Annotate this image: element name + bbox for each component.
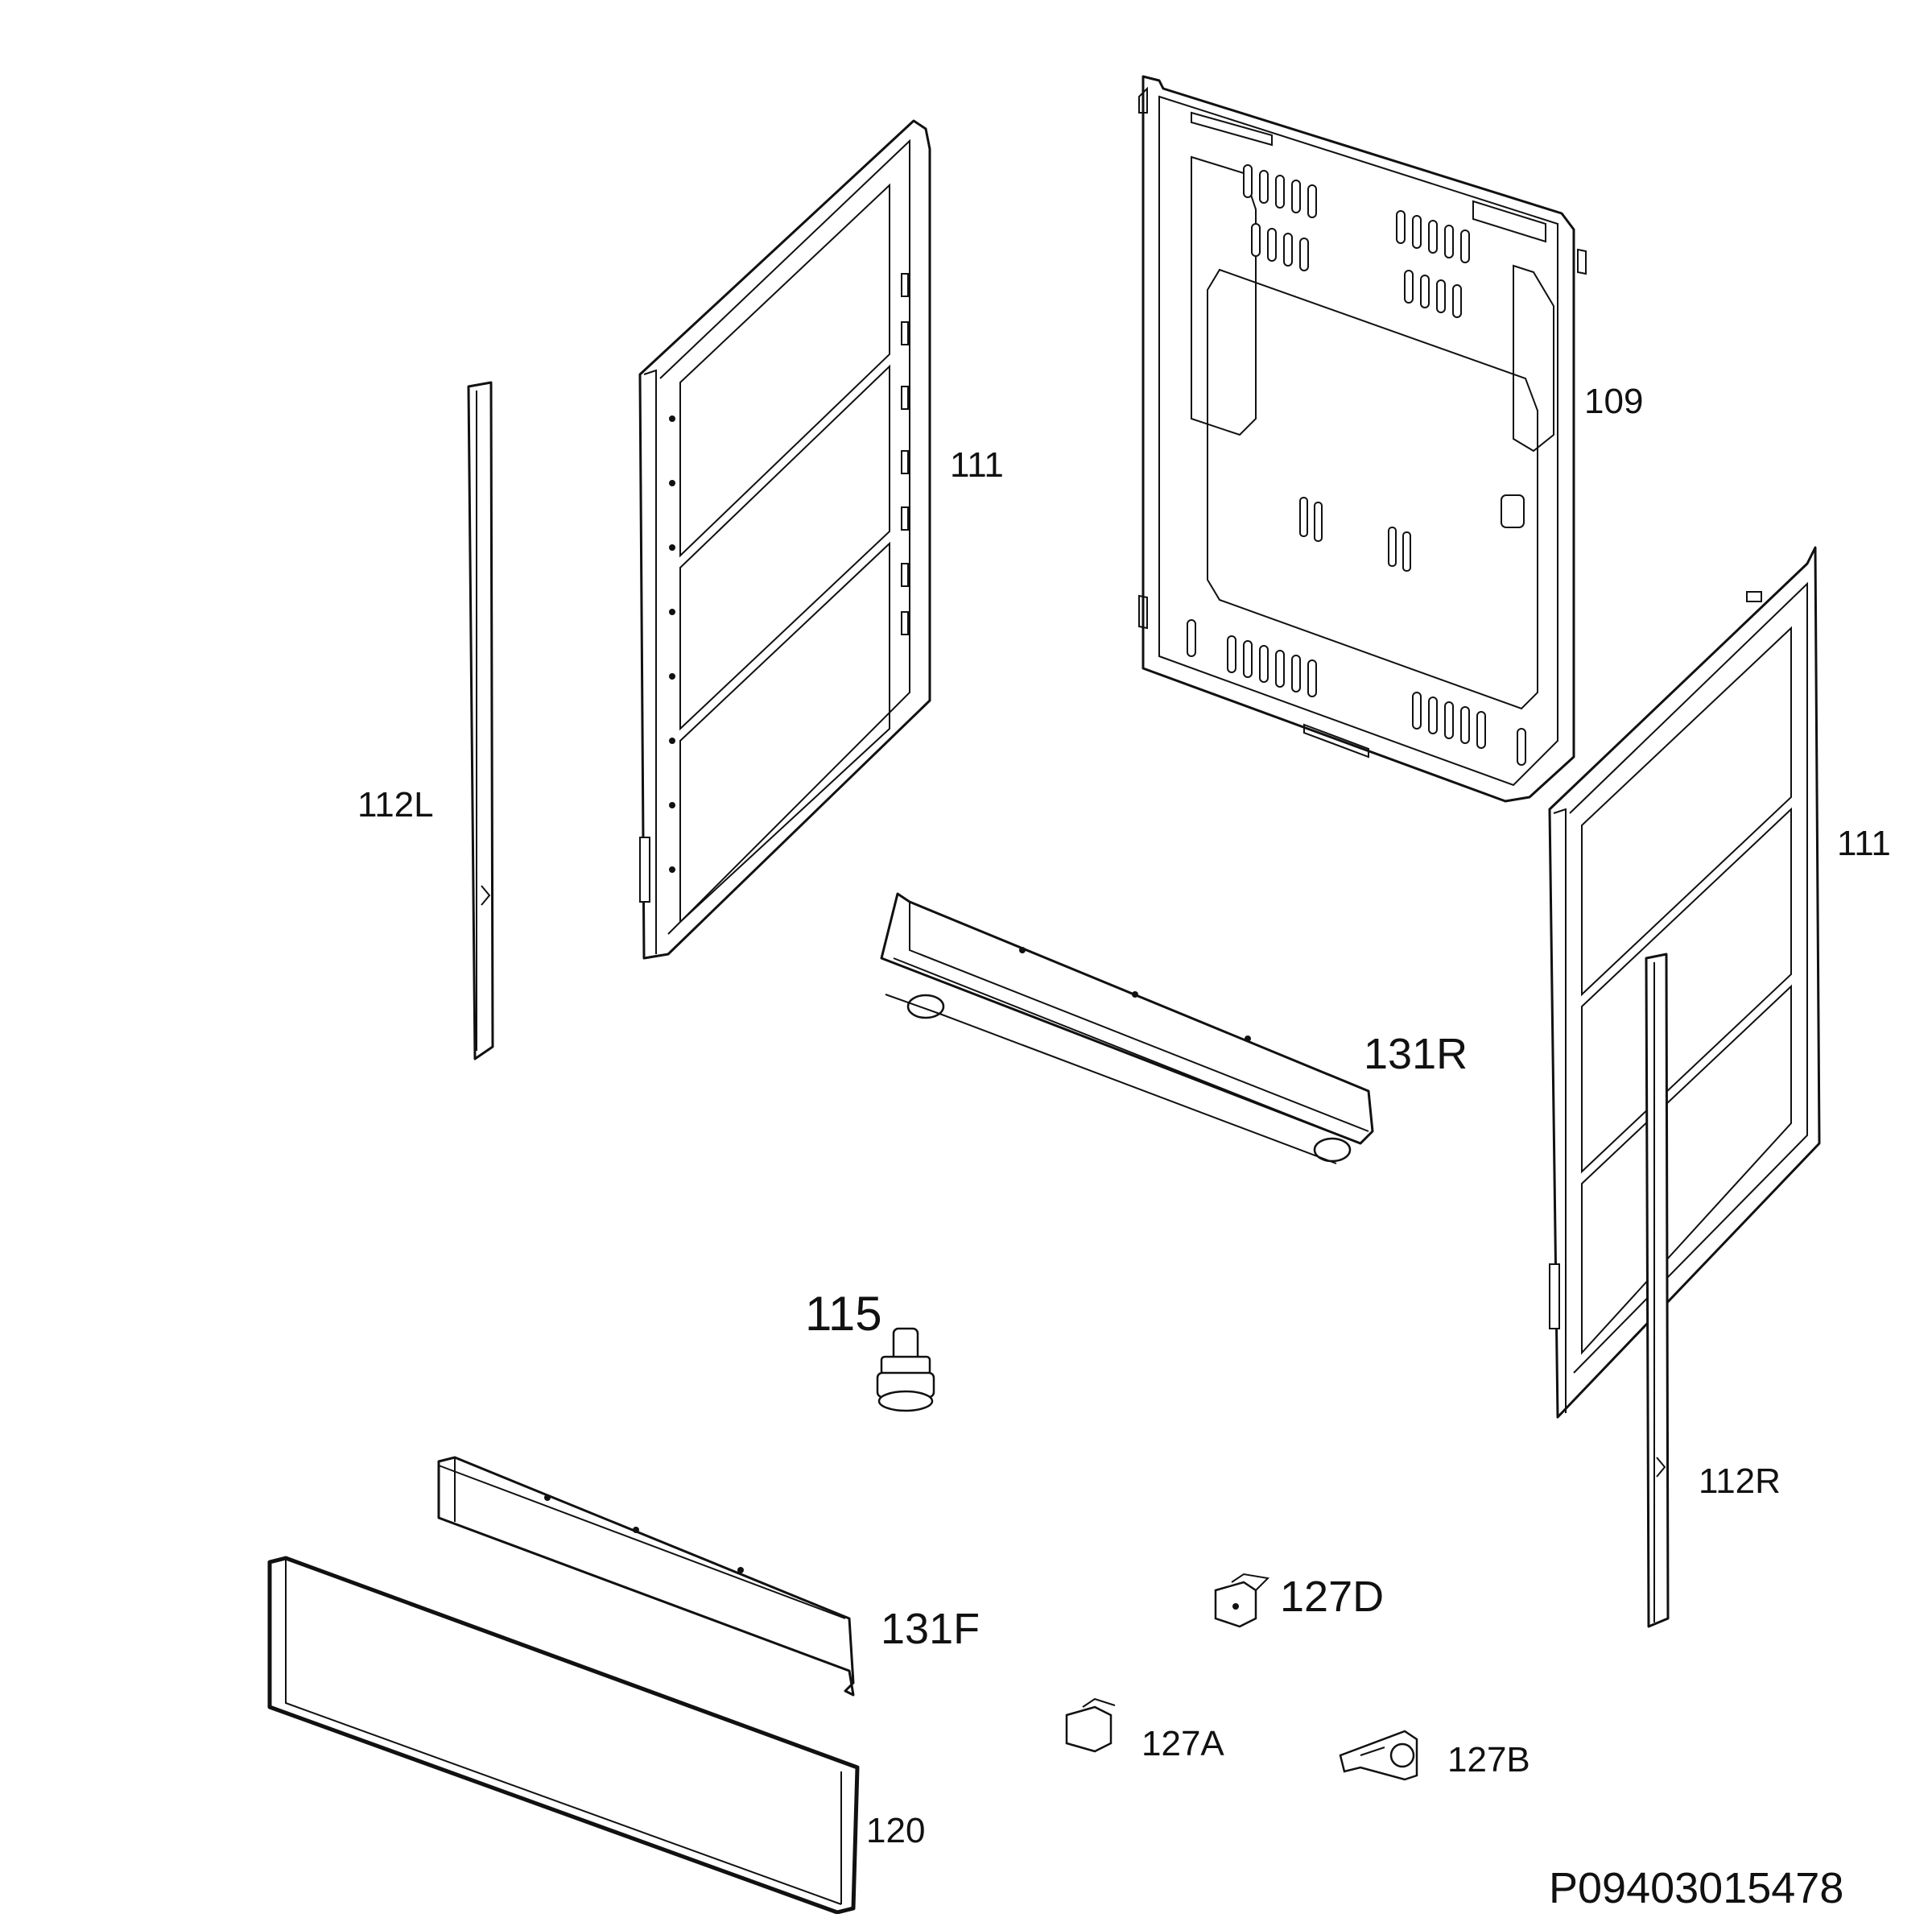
label-127D: 127D <box>1280 1573 1385 1621</box>
vent-slots-bottom <box>1187 619 1526 766</box>
label-127A: 127A <box>1141 1724 1224 1763</box>
label-109: 109 <box>1584 382 1644 421</box>
label-112L: 112L <box>357 785 434 825</box>
back-panel-109 <box>1138 75 1587 803</box>
label-111-left: 111 <box>950 445 1004 485</box>
label-131R: 131R <box>1364 1030 1468 1078</box>
adjustable-foot-115 <box>876 1327 935 1412</box>
bracket-127B <box>1339 1730 1418 1781</box>
rail-131R <box>880 892 1374 1164</box>
vent-slots-top-left <box>1243 164 1317 271</box>
label-111-right: 111 <box>1837 824 1891 863</box>
label-127B: 127B <box>1447 1740 1530 1780</box>
vent-slots-top-right <box>1396 210 1470 318</box>
side-frame-111-left <box>638 119 931 960</box>
trim-strip-112L <box>467 381 494 1060</box>
rail-131F <box>437 1456 855 1697</box>
trim-strip-112R <box>1645 953 1670 1628</box>
bracket-127D <box>1214 1573 1270 1628</box>
vent-slots-center <box>1299 494 1525 572</box>
label-115: 115 <box>805 1287 882 1341</box>
side-frame-111-right <box>1548 546 1821 1419</box>
clip-127A <box>1065 1697 1116 1753</box>
label-112R: 112R <box>1699 1461 1781 1501</box>
label-131F: 131F <box>881 1605 980 1653</box>
label-120: 120 <box>866 1811 926 1850</box>
drawing-number: P09403015478 <box>1549 1864 1844 1912</box>
kickplate-120 <box>267 1556 860 1915</box>
